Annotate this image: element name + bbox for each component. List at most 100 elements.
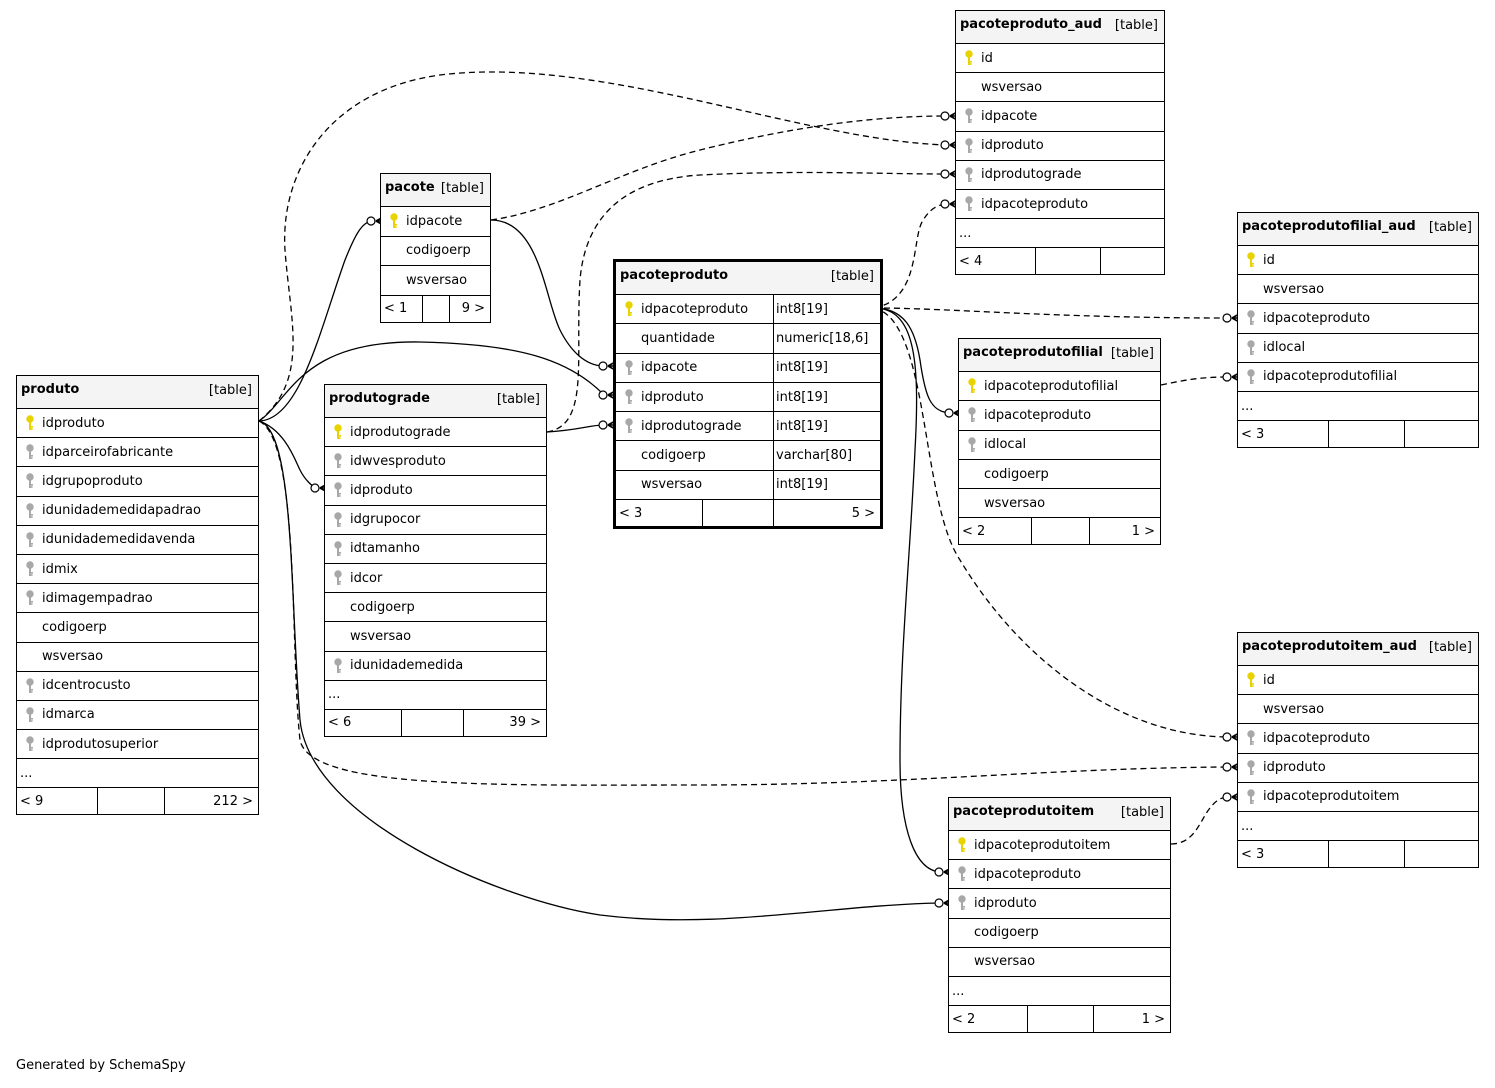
- column-row[interactable]: wsversao: [1238, 275, 1478, 305]
- column-row[interactable]: wsversao: [949, 948, 1170, 977]
- column-row[interactable]: idproduto: [949, 889, 1170, 919]
- table-name[interactable]: pacote: [385, 180, 435, 195]
- parents-count[interactable]: < 9: [20, 793, 44, 809]
- column-row[interactable]: idpacoteproduto: [1238, 304, 1478, 334]
- column-row[interactable]: idprodutograde: [956, 161, 1164, 190]
- parents-count[interactable]: < 6: [328, 715, 352, 731]
- more-columns-ellipsis: ...: [1241, 818, 1254, 834]
- column-row[interactable]: codigoerp: [325, 593, 546, 623]
- footer-divider: [1035, 248, 1036, 275]
- column-row[interactable]: id: [1238, 666, 1478, 696]
- table-name[interactable]: pacoteprodutoitem: [953, 804, 1095, 819]
- column-row[interactable]: idprodutograde: [325, 418, 546, 448]
- column-row[interactable]: idproduto: [17, 409, 258, 439]
- column-row[interactable]: idlocal: [1238, 334, 1478, 363]
- table-name[interactable]: pacoteproduto: [620, 268, 729, 283]
- column-row[interactable]: wsversao: [17, 643, 258, 672]
- column-type: int8[19]: [773, 470, 880, 500]
- column-row[interactable]: wsversao: [381, 266, 490, 296]
- children-count[interactable]: 39 >: [509, 715, 541, 731]
- column-row[interactable]: idunidademedidavenda: [17, 526, 258, 555]
- column-row[interactable]: idproduto: [325, 476, 546, 506]
- column-row[interactable]: idpacoteproduto: [1238, 724, 1478, 754]
- children-count[interactable]: 212 >: [213, 793, 253, 809]
- parents-count[interactable]: < 3: [1241, 426, 1265, 442]
- children-count[interactable]: 1 >: [1141, 1011, 1165, 1027]
- table-name[interactable]: pacoteprodutofilial: [963, 345, 1103, 360]
- column-row[interactable]: idpacoteprodutofilial: [1238, 363, 1478, 392]
- parents-count[interactable]: < 3: [1241, 846, 1265, 862]
- footer-divider: [1328, 841, 1329, 868]
- column-row[interactable]: idprodutosuperior: [17, 730, 258, 760]
- column-row[interactable]: idproduto: [956, 132, 1164, 161]
- column-row[interactable]: id: [1238, 246, 1478, 276]
- column-row[interactable]: idmix: [17, 555, 258, 585]
- column-row[interactable]: wsversao: [1238, 695, 1478, 725]
- column-row[interactable]: idmarca: [17, 701, 258, 731]
- column-row[interactable]: wsversao: [959, 489, 1160, 519]
- column-row[interactable]: idpacoteproduto: [959, 401, 1160, 431]
- children-count[interactable]: 1 >: [1131, 523, 1155, 539]
- column-row[interactable]: codigoerp: [949, 919, 1170, 948]
- column-row[interactable]: idimagempadrao: [17, 584, 258, 614]
- column-row[interactable]: wsversao: [956, 73, 1164, 103]
- table-type-label: [table]: [1428, 220, 1472, 235]
- column-row[interactable]: idgrupocor: [325, 506, 546, 535]
- table-pacoteprodutofilial[interactable]: pacoteprodutofilial[table]idpacoteprodut…: [958, 338, 1161, 546]
- children-count[interactable]: 9 >: [461, 301, 485, 316]
- table-name[interactable]: pacoteproduto_aud: [960, 17, 1102, 32]
- column-row[interactable]: idlocal: [959, 431, 1160, 460]
- column-row[interactable]: idunidademedida: [325, 652, 546, 681]
- table-name[interactable]: produtograde: [329, 391, 430, 406]
- column-row[interactable]: idpacoteprodutoitem: [1238, 783, 1478, 812]
- column-row[interactable]: idparceirofabricante: [17, 438, 258, 468]
- column-row[interactable]: idpacote: [956, 102, 1164, 132]
- column-row[interactable]: wsversao: [325, 622, 546, 652]
- column-row[interactable]: idpacote: [381, 207, 490, 237]
- column-row[interactable]: idpacoteprodutoitem: [949, 831, 1170, 861]
- table-name[interactable]: pacoteprodutofilial_aud: [1242, 219, 1416, 234]
- column-row[interactable]: idgrupoproduto: [17, 467, 258, 497]
- foreign-key-icon: [1247, 339, 1255, 356]
- table-name[interactable]: pacoteprodutoitem_aud: [1242, 639, 1417, 654]
- parents-count[interactable]: < 4: [959, 253, 983, 269]
- column-row[interactable]: codigoerp: [381, 237, 490, 266]
- column-row[interactable]: idproduto: [1238, 754, 1478, 783]
- parents-count[interactable]: < 2: [962, 523, 986, 539]
- table-pacoteprodutoitem[interactable]: pacoteprodutoitem[table]idpacoteprodutoi…: [948, 797, 1171, 1034]
- parents-count[interactable]: < 1: [384, 301, 408, 316]
- column-row[interactable]: id: [956, 44, 1164, 74]
- column-row[interactable]: idwvesproduto: [325, 447, 546, 477]
- column-name: idtamanho: [350, 541, 420, 557]
- column-row[interactable]: idunidademedidapadrao: [17, 497, 258, 526]
- column-row[interactable]: idpacoteprodutofilial: [959, 372, 1160, 402]
- column-row[interactable]: idpacoteproduto: [956, 190, 1164, 220]
- column-row[interactable]: idcor: [325, 564, 546, 594]
- column-name: codigoerp: [350, 599, 415, 615]
- parents-count[interactable]: < 3: [619, 505, 643, 521]
- column-row[interactable]: codigoerp: [17, 613, 258, 643]
- column-row[interactable]: idcentrocusto: [17, 672, 258, 701]
- children-count[interactable]: 5 >: [851, 505, 875, 521]
- parents-count[interactable]: < 2: [952, 1011, 976, 1027]
- column-row[interactable]: idpacoteproduto: [949, 860, 1170, 890]
- column-row[interactable]: idtamanho: [325, 535, 546, 564]
- table-name[interactable]: produto: [21, 382, 80, 397]
- column-name: idcor: [350, 570, 383, 586]
- column-name: codigoerp: [984, 466, 1049, 482]
- column-row[interactable]: codigoerp: [959, 460, 1160, 490]
